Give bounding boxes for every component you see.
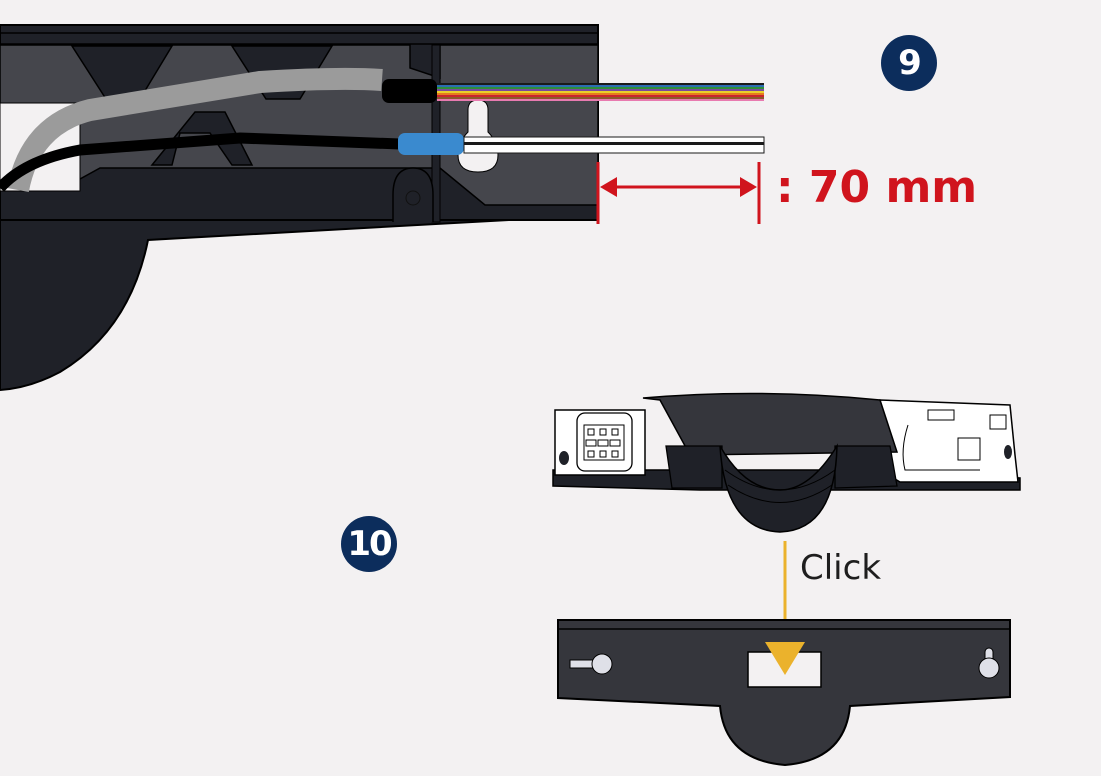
keyhole-left-icon bbox=[569, 653, 613, 675]
blue-sleeve bbox=[398, 133, 464, 155]
step-9-number: 9 bbox=[898, 43, 922, 83]
measurement-label: : 70 mm bbox=[776, 162, 978, 213]
mounting-plate bbox=[557, 619, 1011, 767]
keyhole-right-icon bbox=[978, 647, 1000, 679]
click-label: Click bbox=[800, 548, 882, 588]
step-10-badge: 10 bbox=[341, 516, 397, 572]
colored-fibers bbox=[437, 83, 764, 101]
step-9-badge: 9 bbox=[881, 35, 937, 91]
cables-step9 bbox=[0, 67, 765, 193]
sensor-device bbox=[552, 392, 1021, 533]
step-10-number: 10 bbox=[347, 524, 392, 564]
dimension-70mm bbox=[596, 162, 761, 224]
